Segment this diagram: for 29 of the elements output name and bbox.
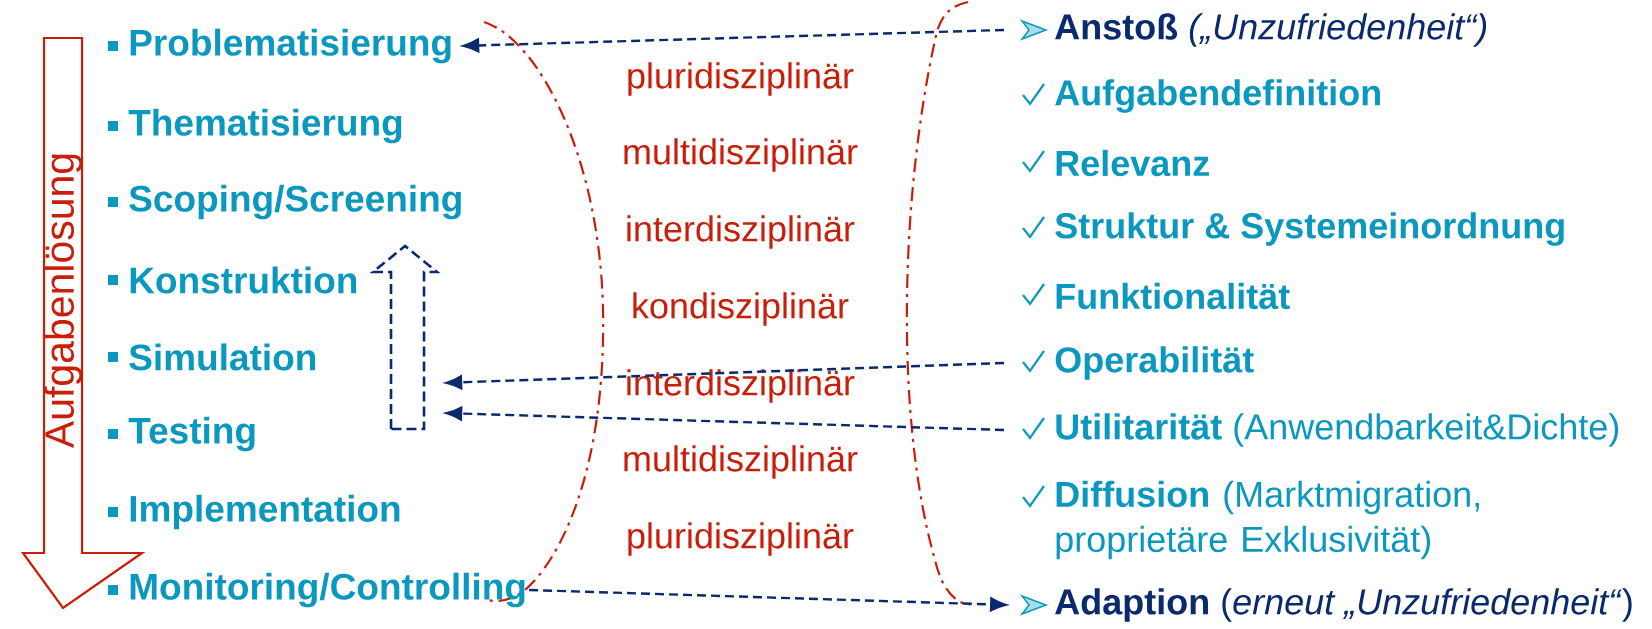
list-item: Scoping/Screening xyxy=(129,184,461,220)
list-item: Problematisierung xyxy=(130,28,451,64)
discipline-label: interdisziplinär xyxy=(627,369,855,403)
dashed-arrow xyxy=(445,406,1005,432)
dashed-arrow xyxy=(529,588,1007,612)
list-item: Anstoß („Unzufriedenheit“) xyxy=(1055,13,1487,47)
list-item: Implementation xyxy=(130,494,400,530)
dashed-arrow xyxy=(462,28,1005,53)
hollow-arrow xyxy=(369,244,441,431)
discipline-label: interdisziplinär xyxy=(627,215,855,249)
list-item: Funktionalität xyxy=(1056,282,1290,310)
list-item: Operabilität xyxy=(1055,346,1254,380)
list-item: Konstruktion xyxy=(130,266,357,294)
list-item: Monitoring/Controlling xyxy=(130,572,525,608)
list-item: Thematisierung xyxy=(128,108,402,144)
discipline-label: multidisziplinär xyxy=(624,445,858,479)
list-item: Utilitarität (Anwendbarkeit&Dichte) xyxy=(1056,413,1619,447)
list-item: Struktur & Systemeinordnung xyxy=(1055,212,1564,246)
list-item: Diffusion (Marktmigration, proprietäre Exklusivität) xyxy=(1056,480,1479,560)
list-item: Simulation xyxy=(129,343,316,371)
discipline-label: kondisziplinär xyxy=(633,292,849,326)
list-item: Adaption (erneut „Unzufriedenheit“) xyxy=(1055,588,1632,622)
list-item: Relevanz xyxy=(1056,149,1209,177)
discipline-label: pluridisziplinär xyxy=(628,62,854,96)
list-item: Aufgabendefinition xyxy=(1055,79,1380,113)
dashed-arrow xyxy=(445,361,1005,390)
discipline-label: pluridisziplinär xyxy=(628,522,854,556)
list-item: Testing xyxy=(128,416,255,452)
discipline-label: multidisziplinär xyxy=(624,138,858,172)
